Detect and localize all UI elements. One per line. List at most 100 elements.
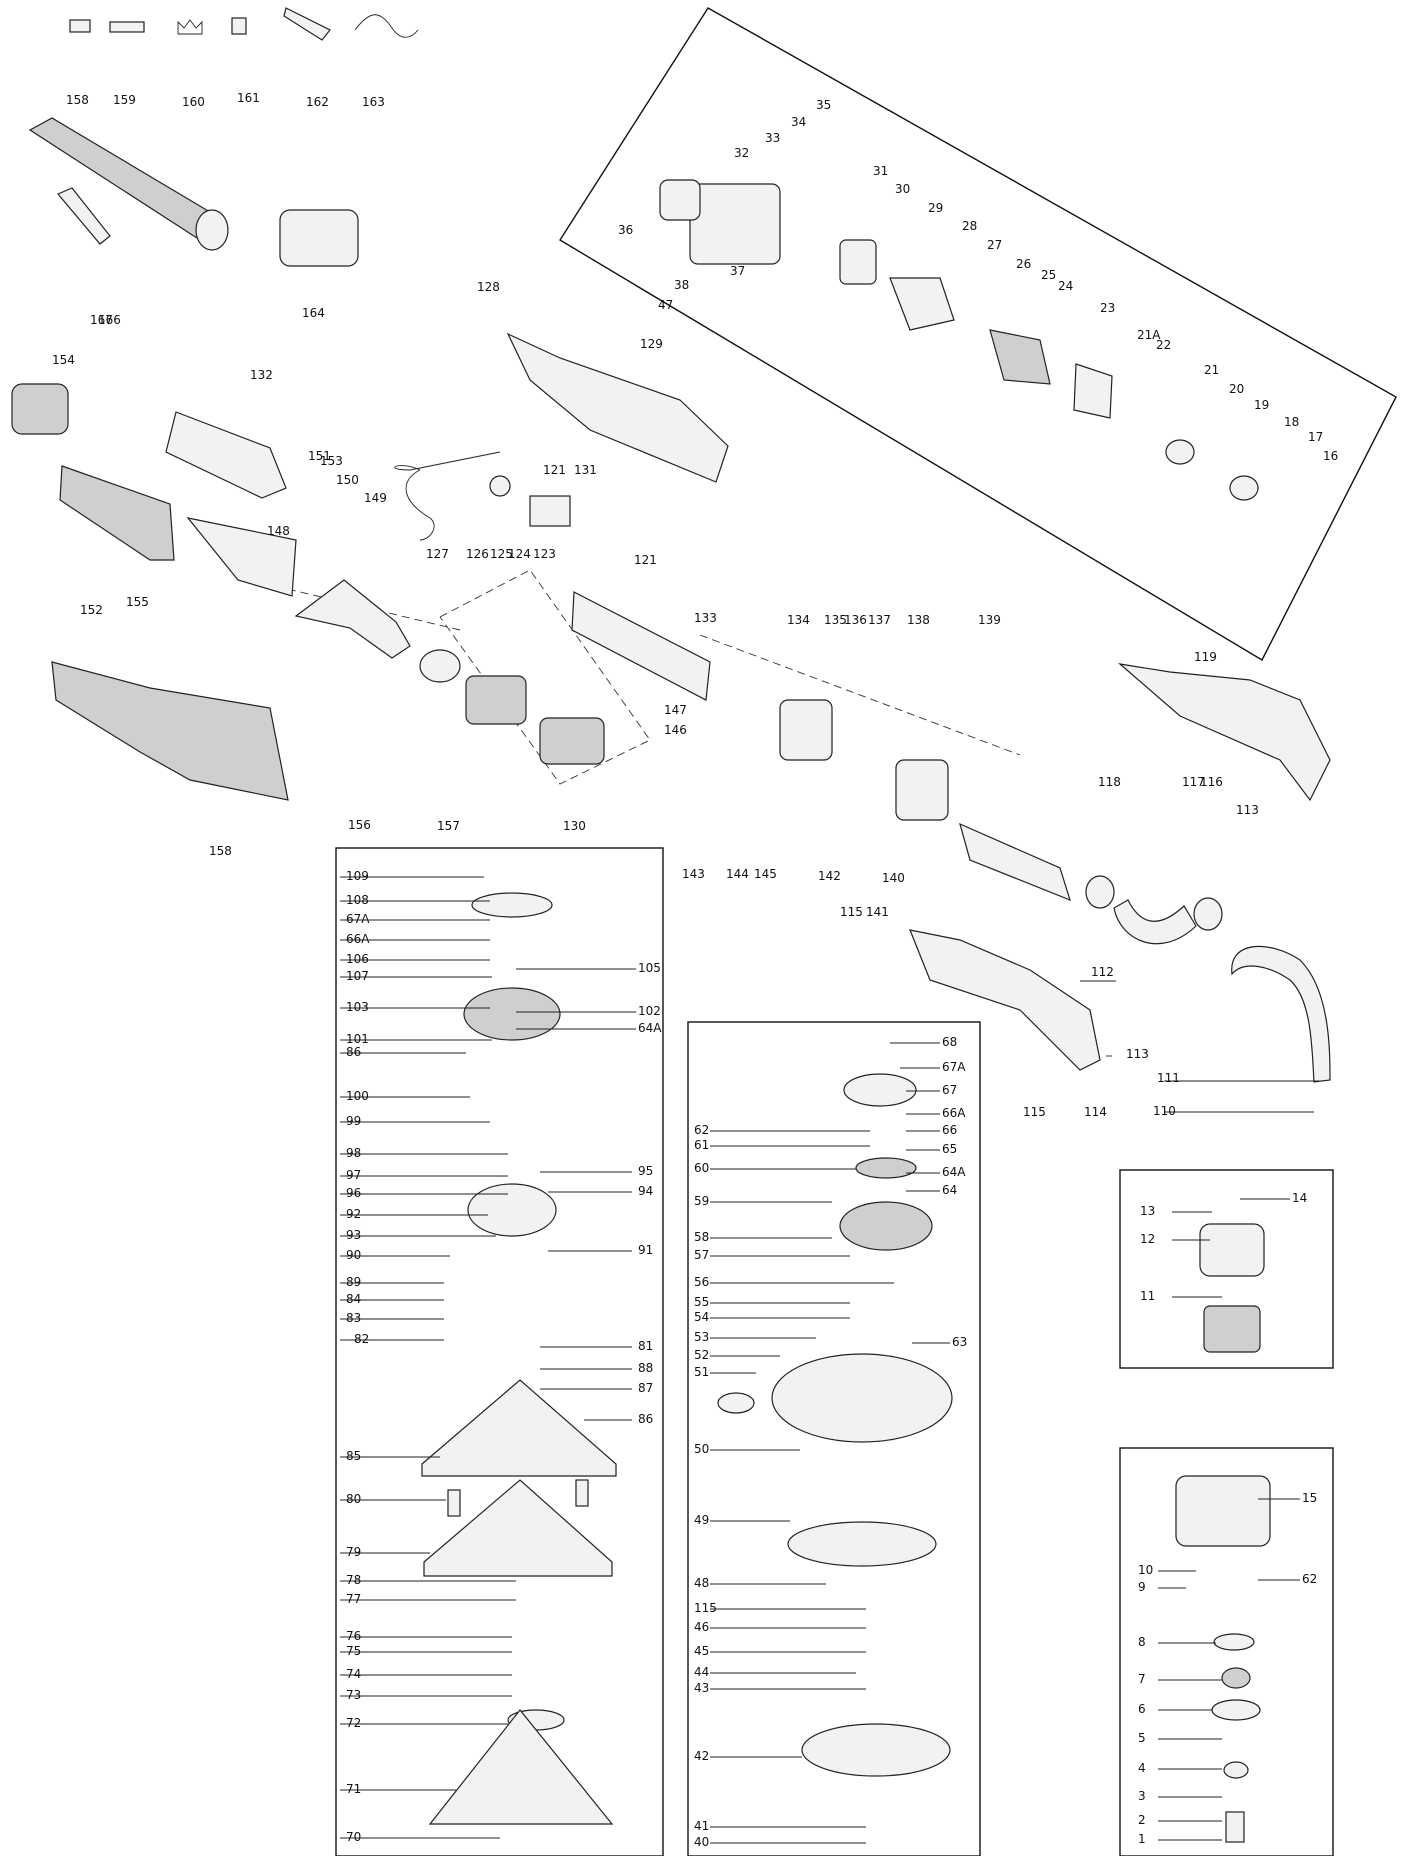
part-label-82: 82: [354, 1332, 369, 1346]
part-label-52: 52: [694, 1348, 709, 1362]
housing-57-shape: [839, 1201, 933, 1251]
part-label-62: 62: [694, 1123, 709, 1137]
part-label-167: 167: [90, 313, 113, 327]
part-label-67a: 67A: [346, 912, 370, 926]
part-label-108: 108: [346, 893, 369, 907]
part-label-35: 35: [816, 98, 831, 112]
part-label-75: 75: [346, 1644, 361, 1658]
part-label-6: 6: [1138, 1702, 1146, 1716]
part-label-3: 3: [1138, 1789, 1146, 1803]
part-label-90: 90: [346, 1248, 361, 1262]
part-label-72: 72: [346, 1716, 361, 1730]
part-label-139: 139: [978, 613, 1001, 627]
part-label-19: 19: [1254, 398, 1269, 412]
part-label-28: 28: [962, 219, 977, 233]
delta-panel-frame: [335, 847, 664, 1856]
part-label-152: 152: [80, 603, 103, 617]
plate-67-shape: [843, 1073, 917, 1107]
part-label-111: 111: [1157, 1071, 1180, 1085]
part-label-33: 33: [765, 131, 780, 145]
part-label-95: 95: [638, 1164, 653, 1178]
base-11-shape: [1203, 1305, 1261, 1353]
part-label-41: 41: [694, 1819, 709, 1833]
part-label-18: 18: [1284, 415, 1299, 429]
rotor-23-shape: [989, 329, 1051, 385]
part-162-shape: [283, 7, 331, 41]
part-label-71: 71: [346, 1782, 361, 1796]
housing-100-shape: [463, 987, 561, 1041]
part-label-150: 150: [336, 473, 359, 487]
part-label-158: 158: [66, 93, 89, 107]
part-label-46: 46: [694, 1620, 709, 1634]
part-label-67a: 67A: [942, 1060, 966, 1074]
part-161-shape: [231, 17, 247, 35]
part-label-1: 1: [1138, 1832, 1146, 1846]
part-label-61: 61: [694, 1138, 709, 1152]
part-label-123: 123: [533, 547, 556, 561]
part-label-146: 146: [664, 723, 687, 737]
dash-line-2: [699, 634, 1021, 756]
part-label-66: 66: [942, 1123, 957, 1137]
part-label-147: 147: [664, 703, 687, 717]
housing-129-shape: [506, 332, 729, 483]
housing-15-shape: [1175, 1475, 1271, 1547]
part-label-12: 12: [1140, 1232, 1155, 1246]
hose-166-end: [195, 209, 229, 251]
plate-108-shape: [471, 892, 553, 918]
part-label-20: 20: [1229, 382, 1244, 396]
part-label-128: 128: [477, 280, 500, 294]
part-label-10: 10: [1138, 1563, 1153, 1577]
part-label-151: 151: [308, 449, 331, 463]
part-label-74: 74: [346, 1667, 361, 1681]
dashed-assembly-box: [439, 569, 651, 785]
part-label-87: 87: [638, 1381, 653, 1395]
hose-111-shape: [1231, 945, 1331, 1083]
part-label-4: 4: [1138, 1761, 1146, 1775]
nut-130a-shape: [465, 675, 527, 725]
housing-132-shape: [165, 411, 287, 499]
part-label-153: 153: [320, 454, 343, 468]
ring-157-shape: [419, 649, 461, 683]
part-label-149: 149: [364, 491, 387, 505]
part-label-64a: 64A: [942, 1165, 966, 1179]
part-label-103: 103: [346, 1000, 369, 1014]
part-label-162: 162: [306, 95, 329, 109]
part-label-76: 76: [346, 1629, 361, 1643]
plate-27-shape: [889, 277, 955, 331]
part-label-43: 43: [694, 1681, 709, 1695]
part-label-134: 134: [787, 613, 810, 627]
part-label-138: 138: [907, 613, 930, 627]
part-label-34: 34: [791, 115, 806, 129]
bearing-19-shape: [1165, 439, 1195, 465]
pad-78-shape: [423, 1479, 613, 1577]
pad-70-shape: [428, 1709, 614, 1825]
nut-130-shape: [539, 717, 605, 765]
housing-119-shape: [1118, 663, 1331, 802]
part-label-133: 133: [694, 611, 717, 625]
part-label-96: 96: [346, 1186, 361, 1200]
part-label-42: 42: [694, 1749, 709, 1763]
part-label-64: 64: [942, 1183, 957, 1197]
part-label-49: 49: [694, 1513, 709, 1527]
ring-4-shape: [1223, 1761, 1249, 1779]
part-label-124: 124: [508, 547, 531, 561]
housing-114-shape: [909, 929, 1101, 1071]
part-label-22: 22: [1156, 338, 1171, 352]
part-label-154: 154: [52, 353, 75, 367]
frames: [249, 7, 1397, 1856]
part-label-70: 70: [346, 1830, 361, 1844]
part-label-155: 155: [126, 595, 149, 609]
elbow-117-shape: [1113, 899, 1197, 945]
spindle-1-shape: [1225, 1811, 1245, 1843]
part-label-59: 59: [694, 1194, 709, 1208]
part-label-31: 31: [873, 164, 888, 178]
fork-156-shape: [294, 579, 411, 659]
pin-79a-shape: [447, 1489, 461, 1517]
part-label-141: 141: [866, 905, 889, 919]
part-label-105: 105: [638, 961, 661, 975]
part-label-77: 77: [346, 1592, 361, 1606]
part-label-17: 17: [1308, 430, 1323, 444]
part-label-113: 113: [1126, 1047, 1149, 1061]
part-label-2: 2: [1138, 1813, 1146, 1827]
